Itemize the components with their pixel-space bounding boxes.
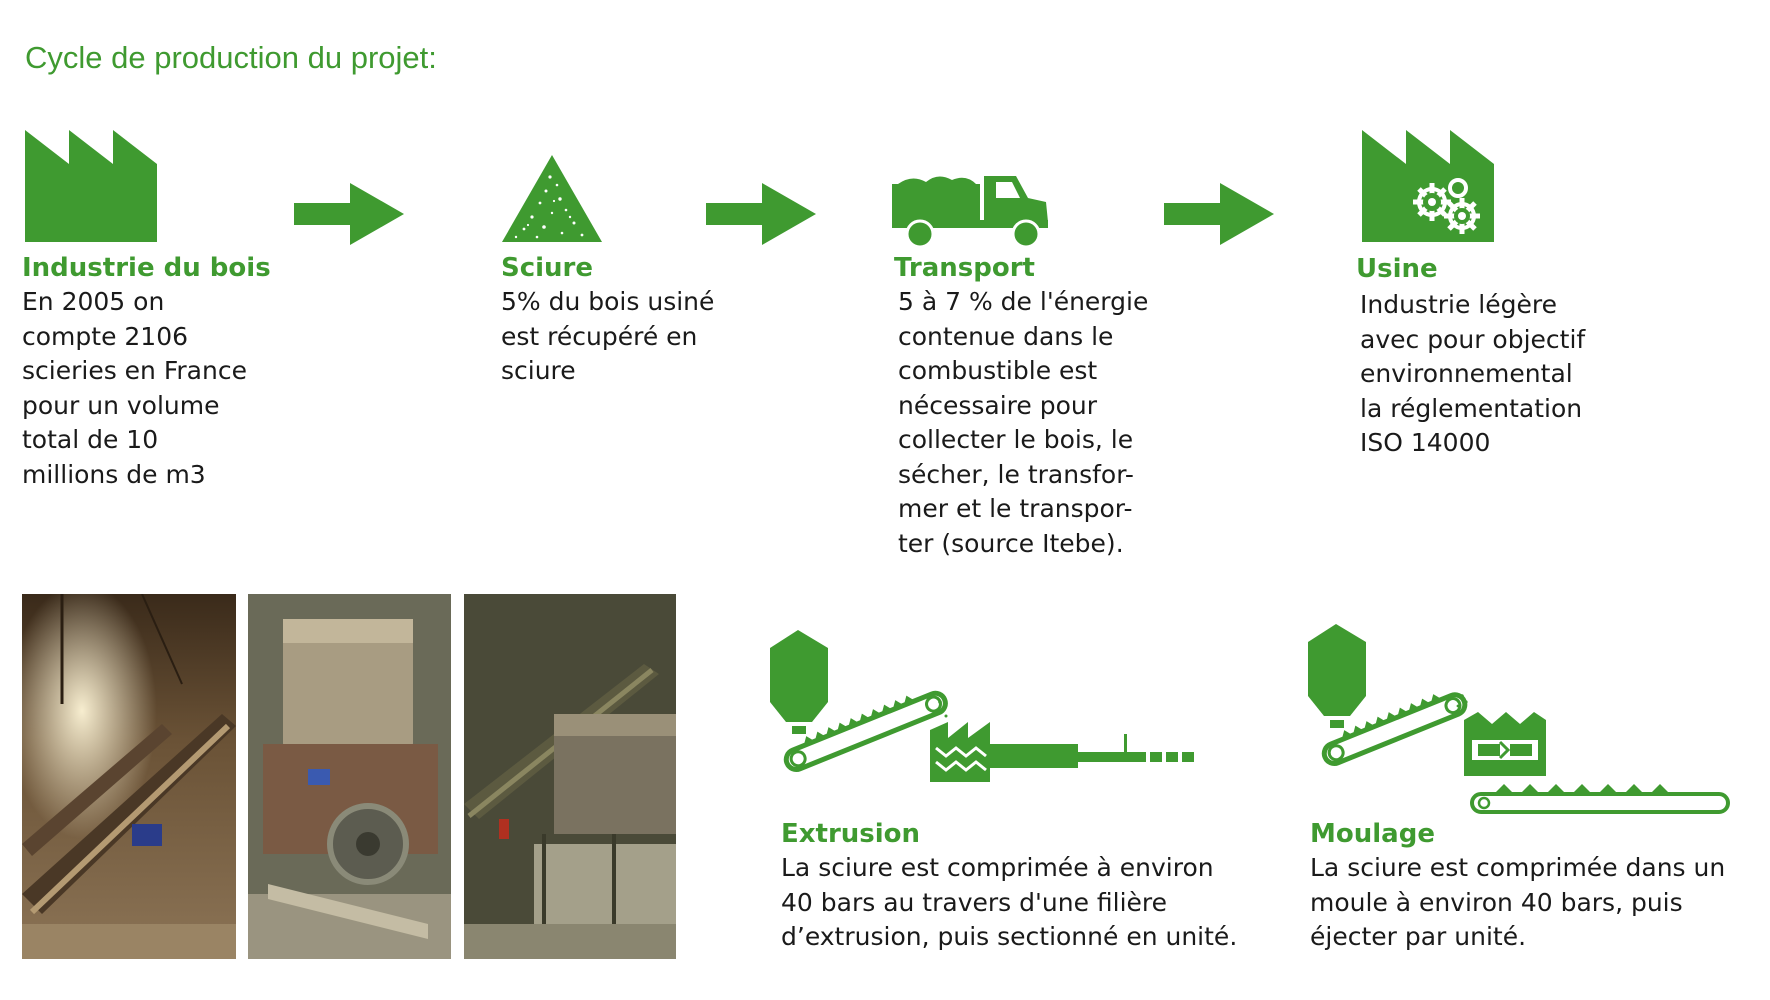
step-text-transport: 5 à 7 % de l'énergie contenue dans le co… bbox=[898, 287, 1149, 558]
extrusion-process-icon bbox=[768, 622, 1198, 792]
step-text-industrie: En 2005 on compte 2106 scieries en Franc… bbox=[22, 287, 247, 489]
sawmill-hopper-photo bbox=[464, 594, 676, 959]
sawdust-pile-icon bbox=[502, 155, 602, 242]
step-title-transport: Transport bbox=[894, 253, 1035, 283]
step-text-sciure: 5% du bois usiné est récupéré en sciure bbox=[501, 287, 715, 385]
factory-icon bbox=[25, 130, 157, 242]
sawmill-conveyor-photo bbox=[22, 594, 236, 959]
arrow-right-icon bbox=[294, 183, 404, 245]
step-title-usine: Usine bbox=[1356, 254, 1438, 284]
page-title: Cycle de production du projet: bbox=[25, 40, 437, 75]
step-title-industrie: Industrie du bois bbox=[22, 253, 271, 283]
process-text-extrusion: La sciure est comprimée à environ 40 bar… bbox=[781, 853, 1238, 951]
arrow-right-icon bbox=[706, 183, 816, 245]
factory-gears-icon bbox=[1362, 130, 1494, 242]
process-title-moulage: Moulage bbox=[1310, 819, 1435, 849]
arrow-right-icon bbox=[1164, 183, 1274, 245]
sawmill-machine-photo bbox=[248, 594, 451, 959]
step-text-usine: Industrie légère avec pour objectif envi… bbox=[1360, 290, 1586, 457]
molding-process-icon bbox=[1306, 616, 1736, 816]
process-text-moulage: La sciure est comprimée dans un moule à … bbox=[1310, 853, 1726, 951]
step-title-sciure: Sciure bbox=[501, 253, 594, 283]
process-title-extrusion: Extrusion bbox=[781, 819, 921, 849]
truck-icon bbox=[892, 170, 1048, 248]
